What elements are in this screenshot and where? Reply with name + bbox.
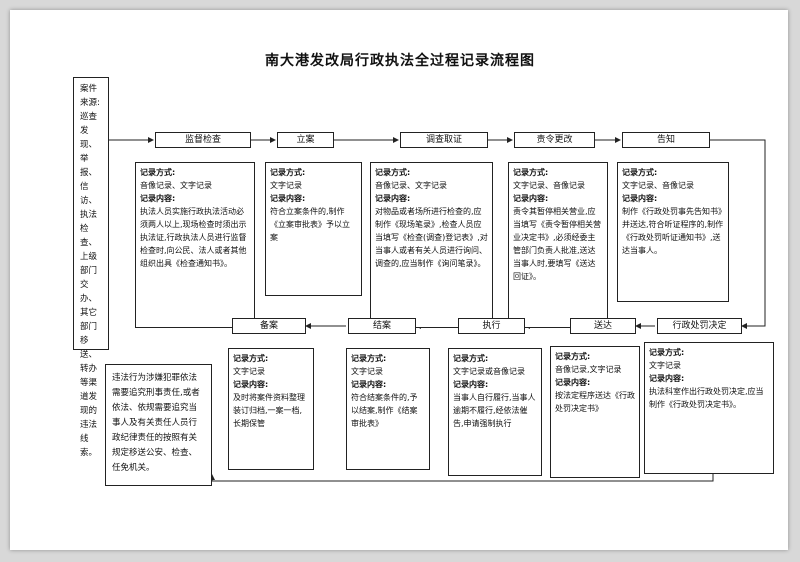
step-header-notify: 告知 [622, 132, 710, 148]
method-label: 记录方式: [351, 354, 387, 363]
content-value: 符合立案条件的,制作《立案审批表》予以立案 [270, 207, 350, 242]
step-detail-closure: 记录方式: 文字记录 记录内容: 符合结案条件的,予以结案,制作《结案审批表》 [346, 348, 430, 470]
step-header-investigation: 调查取证 [400, 132, 488, 148]
content-value: 符合结案条件的,予以结案,制作《结案审批表》 [351, 393, 418, 428]
page-title: 南大港发改局行政执法全过程记录流程图 [265, 53, 535, 69]
method-value: 文字记录或音像记录 [453, 367, 525, 376]
step-detail-filing: 记录方式: 文字记录 记录内容: 符合立案条件的,制作《立案审批表》予以立案 [265, 162, 362, 296]
step-header-filing: 立案 [277, 132, 334, 148]
content-value: 制作《行政处罚事先告知书》并送达,符合听证程序的,制作《行政处罚听证通知书》,送… [622, 207, 724, 255]
content-label: 记录内容: [233, 380, 269, 389]
content-label: 记录内容: [453, 380, 489, 389]
method-label: 记录方式: [233, 354, 269, 363]
arrow-decision-to-referral [209, 474, 714, 482]
step-header-record-filing: 备案 [232, 318, 306, 334]
content-value: 执法人员实施行政执法活动必须两人以上,现场检查时须出示执法证,行政执法人员进行监… [140, 207, 247, 268]
criminal-referral-text: 违法行为涉嫌犯罪依法需要追究刑事责任,或者依法、依规需要追究当事人及有关责任人员… [112, 373, 200, 473]
method-value: 音像记录、文字记录 [140, 181, 212, 190]
content-label: 记录内容: [622, 194, 658, 203]
method-value: 文字记录 [270, 181, 302, 190]
method-label: 记录方式: [453, 354, 489, 363]
method-label: 记录方式: [622, 168, 658, 177]
step-header-inspection: 监督检查 [155, 132, 251, 148]
step-header-closure: 结案 [348, 318, 416, 334]
content-value: 责令其暂停相关营业,应当填写《责令暂停相关营业决定书》,必须经委主管部门负责人批… [513, 207, 601, 281]
step-header-decision: 行政处罚决定 [657, 318, 742, 334]
content-value: 对物品或者场所进行检查的,应制作《现场笔录》,检查人员应当填写《检查(调查)登记… [375, 207, 488, 268]
arrow-notify-to-decision [710, 139, 766, 329]
method-value: 音像记录、文字记录 [375, 181, 447, 190]
case-source-text: 巡查发现、举报、信访、执法检查、上级部门交办、其它部门移送、转办等渠道发现的违法… [80, 112, 98, 458]
method-label: 记录方式: [555, 352, 591, 361]
method-value: 文字记录 [649, 361, 681, 370]
content-label: 记录内容: [270, 194, 306, 203]
criminal-referral-box: 违法行为涉嫌犯罪依法需要追究刑事责任,或者依法、依规需要追究当事人及有关责任人员… [105, 364, 212, 486]
method-value: 音像记录,文字记录 [555, 365, 622, 374]
method-value: 文字记录 [233, 367, 265, 376]
content-label: 记录内容: [140, 194, 176, 203]
content-label: 记录内容: [351, 380, 387, 389]
content-value: 当事人自行履行,当事人逾期不履行,经依法催告,申请强制执行 [453, 393, 536, 428]
content-label: 记录内容: [375, 194, 411, 203]
method-label: 记录方式: [270, 168, 306, 177]
method-value: 文字记录、音像记录 [513, 181, 585, 190]
case-source-heading: 案件来源: [80, 84, 100, 108]
step-detail-inspection: 记录方式: 音像记录、文字记录 记录内容: 执法人员实施行政执法活动必须两人以上… [135, 162, 255, 328]
step-detail-investigation: 记录方式: 音像记录、文字记录 记录内容: 对物品或者场所进行检查的,应制作《现… [370, 162, 493, 328]
content-value: 执法科室作出行政处罚决定,应当制作《行政处罚决定书》。 [649, 387, 764, 409]
step-detail-rectify: 记录方式: 文字记录、音像记录 记录内容: 责令其暂停相关营业,应当填写《责令暂… [508, 162, 608, 328]
method-label: 记录方式: [513, 168, 549, 177]
method-value: 文字记录、音像记录 [622, 181, 694, 190]
step-detail-execution: 记录方式: 文字记录或音像记录 记录内容: 当事人自行履行,当事人逾期不履行,经… [448, 348, 542, 476]
content-value: 按法定程序送达《行政处罚决定书》 [555, 391, 635, 413]
content-label: 记录内容: [555, 378, 591, 387]
content-value: 及时将案件资料整理装订归档,一案一档,长期保管 [233, 393, 305, 428]
step-detail-delivery: 记录方式: 音像记录,文字记录 记录内容: 按法定程序送达《行政处罚决定书》 [550, 346, 640, 478]
step-detail-notify: 记录方式: 文字记录、音像记录 记录内容: 制作《行政处罚事先告知书》并送达,符… [617, 162, 729, 302]
step-detail-record-filing: 记录方式: 文字记录 记录内容: 及时将案件资料整理装订归档,一案一档,长期保管 [228, 348, 314, 470]
case-source-box: 案件来源: 巡查发现、举报、信访、执法检查、上级部门交办、其它部门移送、转办等渠… [73, 77, 109, 458]
method-value: 文字记录 [351, 367, 383, 376]
step-header-execution: 执行 [458, 318, 525, 334]
method-label: 记录方式: [140, 168, 176, 177]
method-label: 记录方式: [375, 168, 411, 177]
step-header-rectify: 责令更改 [514, 132, 595, 148]
method-label: 记录方式: [649, 348, 685, 357]
content-label: 记录内容: [513, 194, 549, 203]
step-detail-decision: 记录方式: 文字记录 记录内容: 执法科室作出行政处罚决定,应当制作《行政处罚决… [644, 342, 774, 474]
step-header-delivery: 送达 [570, 318, 636, 334]
content-label: 记录内容: [649, 374, 685, 383]
